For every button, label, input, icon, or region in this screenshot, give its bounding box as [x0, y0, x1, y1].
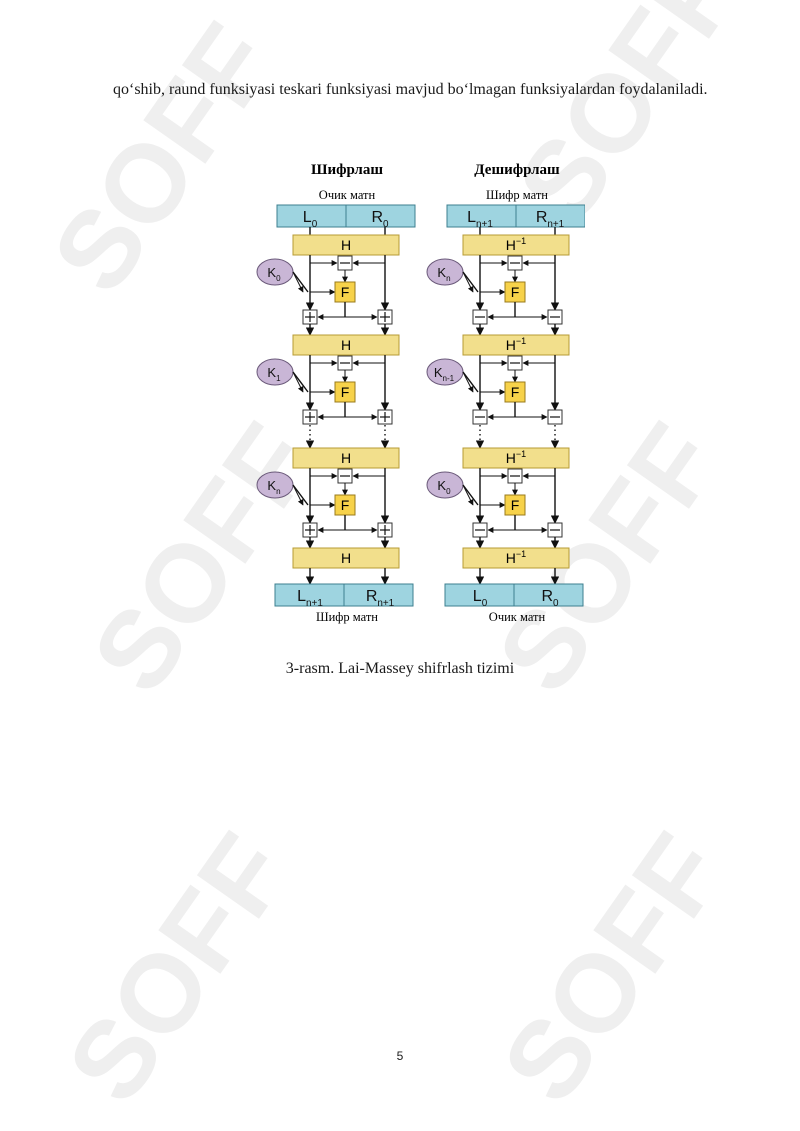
h-label: H — [341, 337, 351, 353]
h-label-base: H — [506, 550, 516, 566]
output-label: Шифр матн — [316, 610, 378, 624]
key-label: K0 — [437, 478, 451, 496]
input-right-label: R0 — [371, 209, 389, 230]
key-wire — [292, 271, 309, 293]
h-box — [462, 447, 570, 469]
input-left-label-sub: 0 — [312, 219, 318, 230]
key-wire — [462, 484, 479, 506]
key-label: Kn-1 — [434, 365, 455, 383]
h-label-base: H — [341, 337, 351, 353]
h-label-base: H — [506, 337, 516, 353]
f-label: F — [341, 497, 350, 513]
h-label-base: H — [341, 450, 351, 466]
svg-text:SOFF: SOFF — [479, 813, 748, 1124]
key-label-sub: n — [446, 274, 450, 283]
key-label-base: K — [267, 365, 276, 380]
h-label-base: H — [506, 237, 516, 253]
h-label-sup: −1 — [516, 549, 526, 559]
output-left-label-sub: 0 — [482, 598, 488, 609]
output-label: Очик матн — [489, 610, 546, 624]
key-label-base: K — [267, 478, 276, 493]
output-right-label-sub: 0 — [553, 598, 559, 609]
output-left-label-base: L — [297, 588, 306, 605]
h-box — [462, 547, 570, 569]
key-wire — [292, 371, 309, 393]
key-label: K1 — [267, 365, 281, 383]
key-label-base: K — [434, 365, 443, 380]
key-label: K0 — [267, 265, 281, 283]
h-label: H — [341, 450, 351, 466]
output-left-label-sub: n+1 — [306, 598, 323, 609]
h-label: H−1 — [506, 336, 526, 353]
input-right-label: Rn+1 — [536, 209, 565, 230]
svg-text:SOFF: SOFF — [44, 813, 313, 1124]
input-label: Шифр матн — [486, 188, 548, 202]
h-label: H−1 — [506, 449, 526, 466]
input-right-label-sub: n+1 — [547, 219, 564, 230]
column-title: Дешифрлаш — [474, 162, 560, 178]
h-label-sup: −1 — [516, 449, 526, 459]
output-left-label-base: L — [473, 588, 482, 605]
output-right-label-base: R — [541, 588, 553, 605]
body-paragraph: qo‘shib, raund funksiyasi teskari funksi… — [113, 81, 708, 98]
f-label: F — [341, 384, 350, 400]
input-left-label-base: L — [303, 209, 312, 226]
input-left-label-base: L — [467, 209, 476, 226]
key-wire — [462, 271, 479, 293]
f-label: F — [341, 284, 350, 300]
key-label-base: K — [267, 265, 276, 280]
input-label: Очик матн — [319, 188, 376, 202]
input-left-label-sub: n+1 — [476, 219, 493, 230]
key-wire — [462, 371, 479, 393]
f-label: F — [511, 497, 520, 513]
key-label-sub: 1 — [276, 374, 281, 383]
output-left-label: Ln+1 — [297, 588, 323, 609]
h-box — [462, 334, 570, 356]
h-label-sup: −1 — [516, 336, 526, 346]
h-label: H — [341, 237, 351, 253]
key-label-sub: 0 — [276, 274, 281, 283]
input-right-label-base: R — [536, 209, 548, 226]
h-box — [292, 234, 400, 256]
key-label-base: K — [437, 265, 446, 280]
f-label: F — [511, 284, 520, 300]
key-label-sub: n-1 — [443, 374, 455, 383]
key-label-sub: n — [276, 487, 280, 496]
input-left-label: Ln+1 — [467, 209, 493, 230]
watermark-mark: SOFF — [44, 813, 313, 1124]
column-title: Шифрлаш — [311, 162, 383, 178]
key-wire — [292, 484, 309, 506]
h-label-base: H — [506, 450, 516, 466]
key-label-sub: 0 — [446, 487, 451, 496]
key-label-base: K — [437, 478, 446, 493]
output-right-label-sub: n+1 — [377, 598, 394, 609]
h-label: H — [341, 550, 351, 566]
input-left-label: L0 — [303, 209, 318, 230]
input-right-label-base: R — [371, 209, 383, 226]
f-label: F — [511, 384, 520, 400]
h-label-base: H — [341, 550, 351, 566]
output-right-label: R0 — [541, 588, 559, 609]
h-box — [292, 334, 400, 356]
h-label: H−1 — [506, 236, 526, 253]
h-box — [462, 234, 570, 256]
key-label: Kn — [437, 265, 450, 283]
h-box — [292, 447, 400, 469]
h-label-sup: −1 — [516, 236, 526, 246]
input-right-label-sub: 0 — [383, 219, 389, 230]
watermark-mark: SOFF — [479, 813, 748, 1124]
h-label-base: H — [341, 237, 351, 253]
output-right-label: Rn+1 — [366, 588, 395, 609]
page-number: 5 — [396, 1049, 404, 1063]
h-label: H−1 — [506, 549, 526, 566]
output-right-label-base: R — [366, 588, 378, 605]
h-box — [292, 547, 400, 569]
key-label: Kn — [267, 478, 280, 496]
output-left-label: L0 — [473, 588, 488, 609]
figure-caption: 3-rasm. Lai-Massey shifrlash tizimi — [285, 660, 515, 677]
